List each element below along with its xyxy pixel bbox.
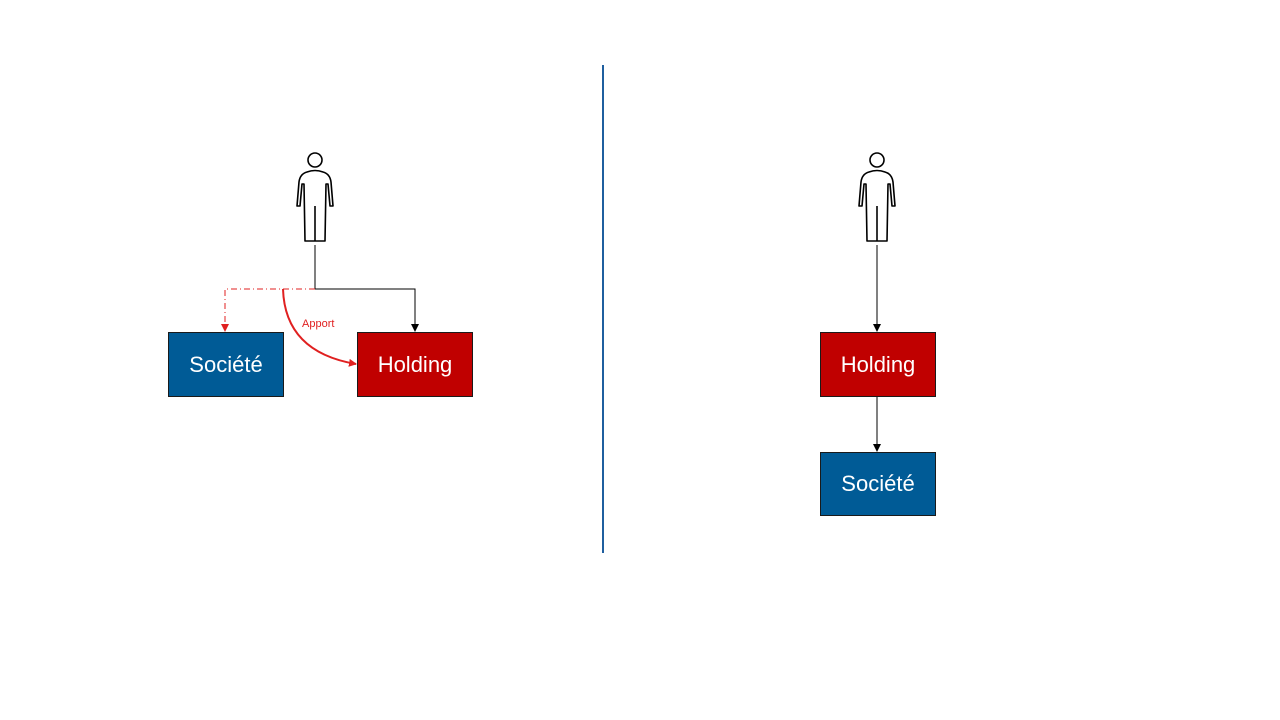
right-person-icon bbox=[858, 152, 896, 242]
right-holding-label: Holding bbox=[840, 351, 916, 377]
apport-label: Apport bbox=[302, 318, 335, 330]
right-holding-box: Holding bbox=[820, 332, 936, 397]
right-societe-label: Société bbox=[841, 471, 915, 496]
left-dashed-connector bbox=[221, 288, 315, 332]
left-holding-box: Holding bbox=[357, 332, 473, 397]
left-ownership-connector bbox=[314, 245, 419, 332]
right-societe-box: Société bbox=[820, 452, 936, 516]
left-societe-label: Société bbox=[189, 351, 263, 377]
left-societe-box: Société bbox=[168, 332, 284, 397]
left-person-icon bbox=[296, 152, 334, 242]
left-holding-label: Holding bbox=[377, 351, 453, 377]
apport-arrow bbox=[282, 288, 357, 367]
